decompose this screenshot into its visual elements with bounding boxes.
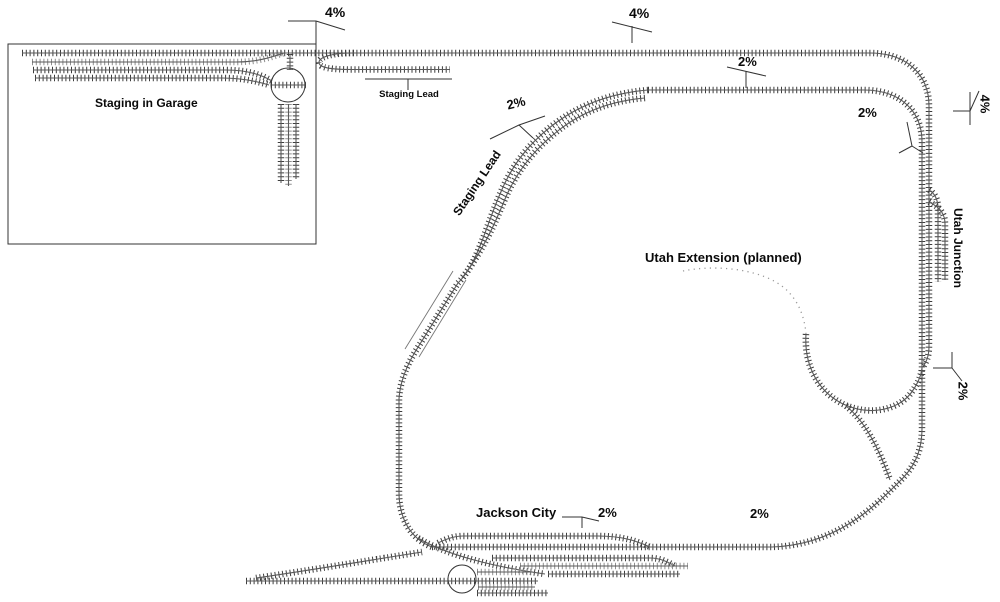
grade-marker-right-edge: [953, 90, 980, 125]
jackson-yard-track-1: [492, 554, 677, 569]
grade-label-right-edge: 4%: [977, 94, 993, 114]
garage-staging-track-3: [33, 66, 274, 84]
grade-marker-staging-lead: [489, 115, 546, 140]
extension-wye-south-leg: [843, 403, 894, 482]
bridge-symbol: [404, 270, 467, 358]
utah-extension-planned-track: [682, 267, 807, 335]
grade-label-upper-right: 2%: [738, 54, 757, 69]
jackson-turntable: [447, 564, 477, 594]
garage-staging-track-2: [32, 49, 286, 66]
grade-marker-top-left: [288, 20, 346, 47]
grade-marker-top-center: [611, 21, 653, 43]
staging-lead-stub-track: [315, 49, 450, 73]
label-utah-junction: Utah Junction: [951, 208, 965, 288]
garage-turntable: [270, 67, 306, 103]
grade-marker-mid-right: [933, 352, 963, 382]
label-staging-in-garage: Staging in Garage: [95, 96, 198, 110]
garage-staging-track-4: [35, 74, 270, 89]
grade-label-bottom-center: 2%: [750, 506, 769, 521]
extension-wye-north-leg: [802, 333, 926, 414]
staging-lead-label-bracket: [365, 78, 452, 90]
grade-label-jackson: 2%: [598, 505, 617, 520]
label-jackson-city: Jackson City: [476, 505, 557, 520]
grade-marker-upper-right: [726, 66, 767, 88]
grade-marker-jackson: [562, 516, 600, 528]
jackson-yard-ladder: [416, 535, 546, 578]
label-utah-extension: Utah Extension (planned): [645, 250, 802, 265]
grade-label-mid-right: 2%: [955, 381, 971, 401]
grade-label-right-curve: 2%: [858, 105, 877, 120]
grade-label-top-left: 4%: [325, 4, 346, 20]
inner-loop-track: [648, 86, 926, 551]
grade-label-top-center: 4%: [629, 5, 650, 21]
label-staging-lead-stub: Staging Lead: [379, 89, 439, 100]
garage-outline-rect: [7, 43, 317, 245]
grade-marker-right-curve: [898, 121, 924, 154]
